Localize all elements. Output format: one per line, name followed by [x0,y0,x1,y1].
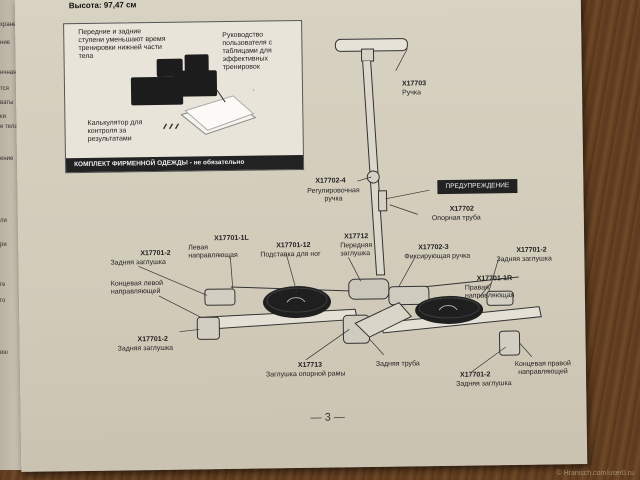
left-page-text: ние [0,40,11,46]
left-page-text: тся [0,86,9,92]
lock-knob-label: Фиксирующая ручка [404,252,471,261]
rear-cap-code: X17701-2 [137,335,168,344]
left-page-text: ри [0,242,7,248]
rear-cap-label: Задняя заглушка [110,258,166,267]
right-footrest [415,295,484,324]
arrow-icon [162,123,180,130]
left-page-text: нчная [0,70,17,76]
rear-cap-code: X17701-2 [516,246,547,254]
rear-cap-label: Задняя заглушка [117,344,174,353]
frame-cap-code: X17713 [297,361,323,370]
rear-tube-label: Задняя труба [375,360,420,368]
left-page-text: ию [0,350,8,356]
left-page-text: ки [0,114,6,120]
page-number: — 3 — [310,411,345,424]
left-page-text: ение [0,156,14,162]
manual-page: Высота: 97,47 см Передние и задние ступе… [14,0,588,472]
footrest-label: Подставка для ног [260,250,321,259]
front-cap-label: Передняя заглушка [340,242,373,258]
left-guide-code: X17701-1L [214,234,249,243]
left-page-text: ге [0,282,6,288]
lock-knob-code: X17702-3 [418,243,449,252]
rear-cap-code: X17701-2 [140,249,171,258]
rear-cap-code: X17701-2 [459,371,491,379]
support-tube-code: X17702 [449,205,474,213]
rear-cap-label: Задняя заглушка [456,380,512,388]
left-end-label: Концевая левой направляющей [110,279,164,296]
watermark: © Hranisch.com/user0.ru [556,470,634,477]
adjust-knob-label: Регулировочная ручка [307,187,360,203]
left-page-text: е тела [0,124,18,130]
support-tube-label: Опорная труба [431,214,481,223]
adjust-knob-code: X17702-4 [315,177,346,185]
left-page-text: ли [0,218,7,224]
frame-cap-label: Заглушка опорной рамы [265,370,346,379]
left-page-text: хранение [0,22,27,28]
right-guide-code: X17701-1R [476,275,513,283]
left-page-text: ваты [0,100,14,106]
left-guide-label: Левая направляющая [188,244,238,260]
stepper-diagram [138,38,542,372]
footrest-code: X17701-12 [276,241,311,250]
accessories-box: Передние и задние ступени уменьшают врем… [63,19,305,174]
warning-label: ПРЕДУПРЕЖДЕНИЕ [437,178,518,195]
right-end-label: Концевая правой направляющей [514,360,571,376]
guide-book-image: ʻ [180,89,257,135]
left-page-text: го [0,298,6,304]
svg-text:ʻ: ʻ [253,89,254,96]
handle-code: X17703 [401,80,427,88]
right-guide-label: Правая направляющая [464,284,515,300]
rear-cap-label: Задняя заглушка [496,255,552,264]
handle-label: Ручка [402,89,422,97]
front-cap-code: X17712 [344,233,369,241]
